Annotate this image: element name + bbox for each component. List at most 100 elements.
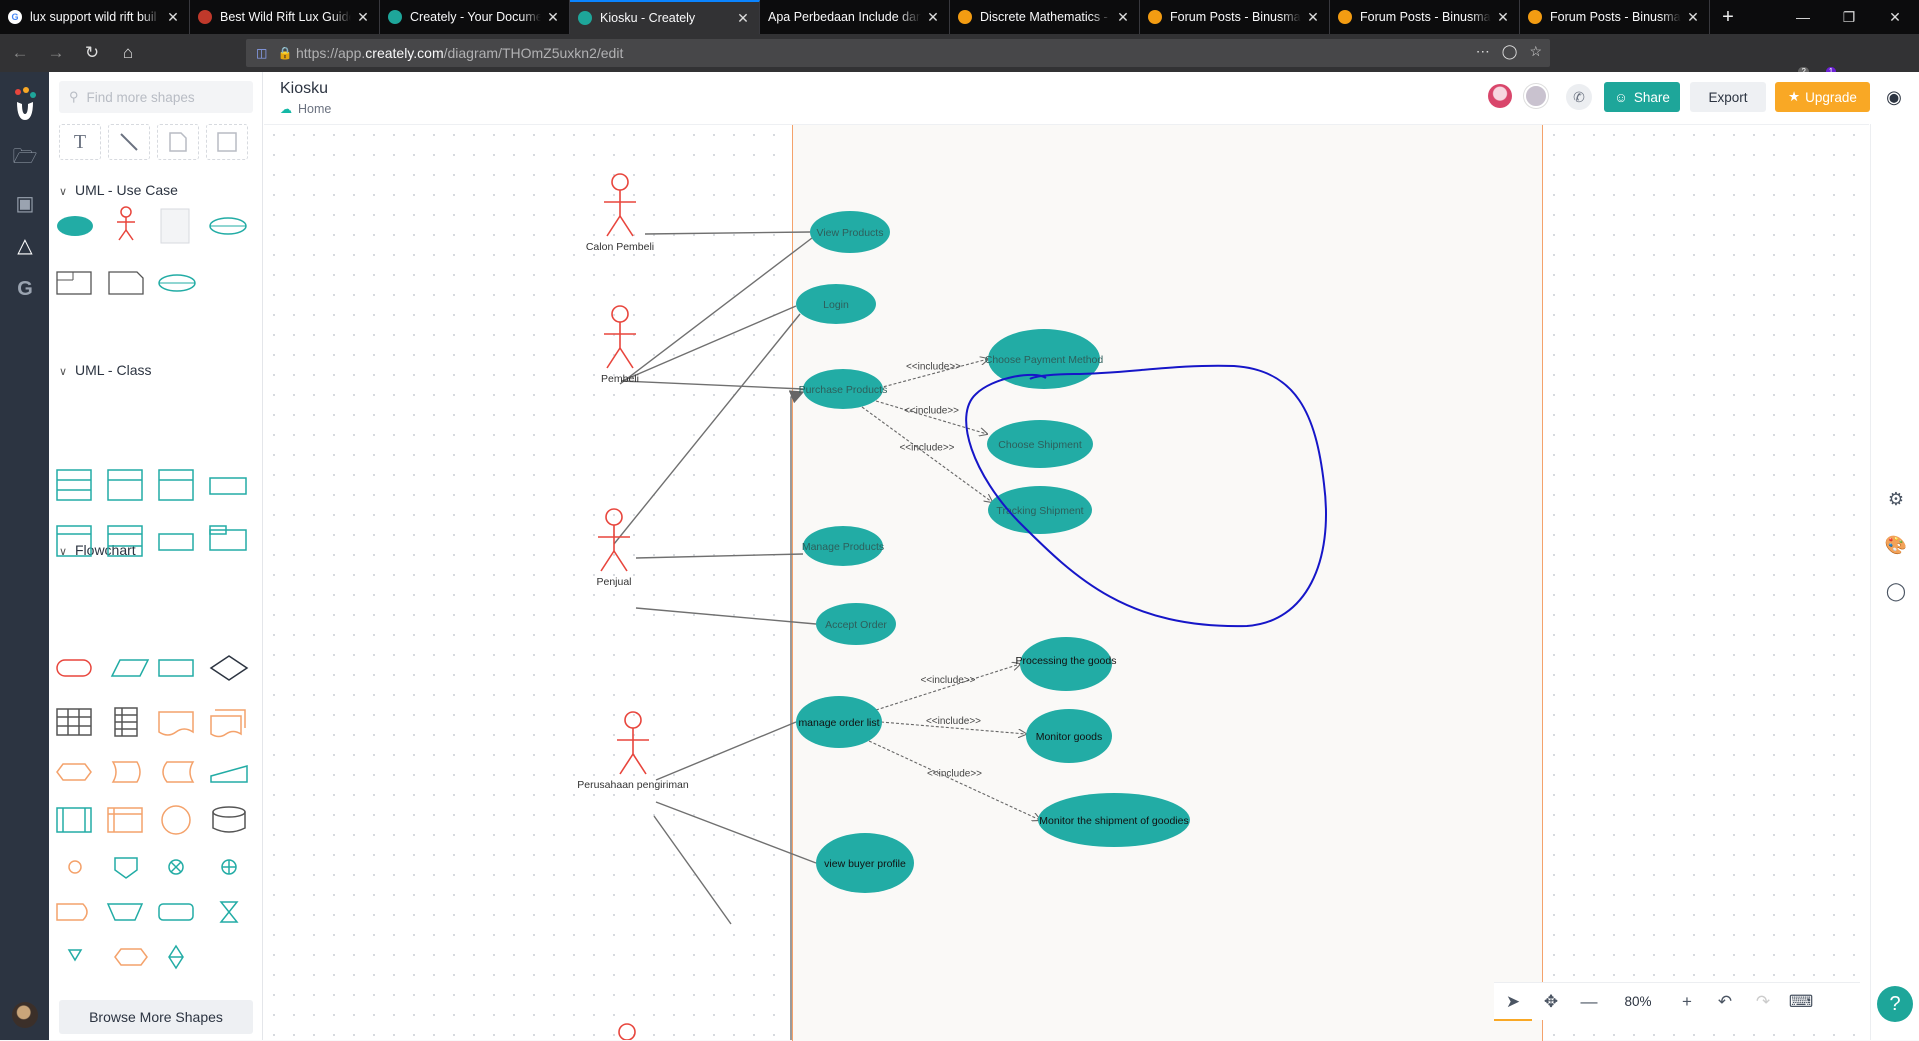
include-arrow[interactable] <box>875 400 987 434</box>
use-case-diagram[interactable]: <<include>><<include>><<include>><<inclu… <box>264 124 1869 1040</box>
pocket-icon[interactable]: ◯ <box>1501 43 1518 59</box>
shape-settings-icon[interactable]: ⚙ <box>1887 488 1905 509</box>
browser-tab[interactable]: Forum Posts - Binusmaya✕ <box>1140 0 1330 34</box>
association-line[interactable] <box>655 721 797 781</box>
close-tab-icon[interactable]: ✕ <box>737 9 749 26</box>
usecase-shipment[interactable]: Choose Shipment <box>987 420 1093 468</box>
export-button[interactable]: Export <box>1690 82 1766 112</box>
usecase-accept[interactable]: Accept Order <box>816 603 896 645</box>
class-shapes[interactable] <box>56 469 247 557</box>
include-relations[interactable]: <<include>><<include>><<include>><<inclu… <box>861 359 1040 820</box>
back-icon[interactable]: ← <box>11 43 29 62</box>
section-uml-class[interactable]: ∨UML - Class <box>59 362 152 378</box>
usecase-ellipse[interactable] <box>1020 637 1112 691</box>
home-icon[interactable]: ⌂ <box>122 43 134 62</box>
browser-tab[interactable]: Creately - Your Documen✕ <box>380 0 570 34</box>
include-arrow[interactable] <box>880 721 1026 734</box>
note-tool[interactable] <box>157 124 199 160</box>
association-line[interactable] <box>621 305 797 382</box>
text-tool[interactable]: T <box>59 124 101 160</box>
connector-tool[interactable] <box>108 124 150 160</box>
keyboard-icon[interactable]: ⌨ <box>1788 991 1814 1011</box>
pan-icon[interactable]: ✥ <box>1543 991 1559 1011</box>
collaborator-avatar[interactable] <box>1488 84 1512 108</box>
breadcrumb[interactable]: ☁Home <box>280 102 332 116</box>
url-bar[interactable]: ◫ 🔒 https://app.creately.com/diagram/THO… <box>246 39 1550 67</box>
association-line[interactable] <box>635 607 817 625</box>
usecase-ellipse[interactable] <box>796 284 876 324</box>
zoom-level[interactable]: 80% <box>1624 994 1652 1009</box>
usecase-monitor[interactable]: Monitor goods <box>1026 709 1112 763</box>
google-icon[interactable]: G <box>17 277 33 300</box>
association-line[interactable] <box>655 801 817 864</box>
redo-icon[interactable]: ↷ <box>1755 991 1771 1011</box>
user-avatar[interactable] <box>12 1002 38 1028</box>
undo-icon[interactable]: ↶ <box>1717 991 1733 1011</box>
browser-tab[interactable]: Best Wild Rift Lux Guide✕ <box>190 0 380 34</box>
usecase-processing[interactable]: Processing the goods <box>1016 637 1117 691</box>
include-arrow[interactable] <box>868 740 1040 820</box>
close-tab-icon[interactable]: ✕ <box>927 8 939 25</box>
browser-tab[interactable]: Apa Perbedaan Include dan✕ <box>760 0 950 34</box>
usecase-ellipse[interactable] <box>796 696 882 748</box>
close-tab-icon[interactable]: ✕ <box>1117 8 1129 25</box>
usecase-purchase[interactable]: Purchase Products <box>799 369 888 409</box>
close-tab-icon[interactable]: ✕ <box>167 8 179 25</box>
usecase-monitorship[interactable]: Monitor the shipment of goodies <box>1038 793 1190 847</box>
document-title[interactable]: Kiosku <box>280 80 329 97</box>
association-line[interactable] <box>788 390 805 1040</box>
usecase-shapes[interactable] <box>56 206 247 295</box>
actor-partial[interactable] <box>618 1023 636 1040</box>
usecase-orderlist[interactable]: manage order list <box>796 696 882 748</box>
new-tab-button[interactable]: + <box>1722 5 1734 28</box>
close-tab-icon[interactable]: ✕ <box>1307 8 1319 25</box>
usecase-ellipse[interactable] <box>988 486 1092 534</box>
close-tab-icon[interactable]: ✕ <box>547 8 559 25</box>
usecase-ellipse[interactable] <box>1026 709 1112 763</box>
usecase-buyer[interactable]: view buyer profile <box>816 833 914 893</box>
upgrade-button[interactable]: ★Upgrade <box>1775 82 1870 112</box>
usecase-ellipse[interactable] <box>810 211 890 253</box>
eye-icon[interactable]: ◉ <box>1886 86 1902 107</box>
usecase-tracking[interactable]: Tracking Shipment <box>988 486 1092 534</box>
close-tab-icon[interactable]: ✕ <box>1687 8 1699 25</box>
share-button[interactable]: ☺Share <box>1604 82 1680 112</box>
include-arrow[interactable] <box>861 406 992 502</box>
actor-calon[interactable]: Calon Pembeli <box>586 173 654 253</box>
browser-tab[interactable]: Forum Posts - Binusmaya✕ <box>1330 0 1520 34</box>
usecase-ellipse[interactable] <box>816 603 896 645</box>
association-line[interactable] <box>619 237 813 385</box>
include-arrow[interactable] <box>875 664 1020 711</box>
include-arrow[interactable] <box>878 359 988 389</box>
shapes-icon[interactable]: △ <box>17 234 33 257</box>
close-tab-icon[interactable]: ✕ <box>1497 8 1509 25</box>
actor-pembeli[interactable]: Pembeli <box>601 305 639 385</box>
shape-search-input[interactable]: ⚲Find more shapes <box>59 81 253 113</box>
palette-icon[interactable]: 🎨 <box>1884 534 1908 555</box>
frame-tool[interactable] <box>206 124 248 160</box>
reload-icon[interactable]: ↻ <box>84 43 100 62</box>
comment-icon[interactable]: ◯ <box>1885 580 1907 601</box>
collaborator-avatar[interactable] <box>1524 84 1548 108</box>
usecase-ellipse[interactable] <box>1038 793 1190 847</box>
association-lines[interactable] <box>613 231 817 1040</box>
diagram-canvas[interactable] <box>264 124 1869 1041</box>
association-line[interactable] <box>621 380 804 390</box>
url-text[interactable]: https://app.creately.com/diagram/THOmZ5u… <box>296 45 624 61</box>
forward-icon[interactable]: → <box>47 43 65 62</box>
browser-tab[interactable]: Forum Posts - Binusmaya✕ <box>1520 0 1710 34</box>
browser-tab[interactable]: Kiosku - Creately✕ <box>570 0 760 34</box>
usecase-ellipse[interactable] <box>803 526 883 566</box>
usecase-login[interactable]: Login <box>796 284 876 324</box>
close-tab-icon[interactable]: ✕ <box>357 8 369 25</box>
actor-penjual[interactable]: Penjual <box>596 508 632 588</box>
association-line[interactable] <box>653 815 732 925</box>
browse-more-shapes-button[interactable]: Browse More Shapes <box>59 1000 253 1034</box>
zoom-out-icon[interactable]: — <box>1580 991 1598 1011</box>
restore-icon[interactable]: ❐ <box>1842 8 1856 25</box>
actor-perusahaan[interactable]: Perusahaan pengiriman <box>577 711 689 791</box>
close-window-icon[interactable]: ✕ <box>1889 8 1901 25</box>
phone-icon[interactable]: ✆ <box>1566 84 1592 110</box>
